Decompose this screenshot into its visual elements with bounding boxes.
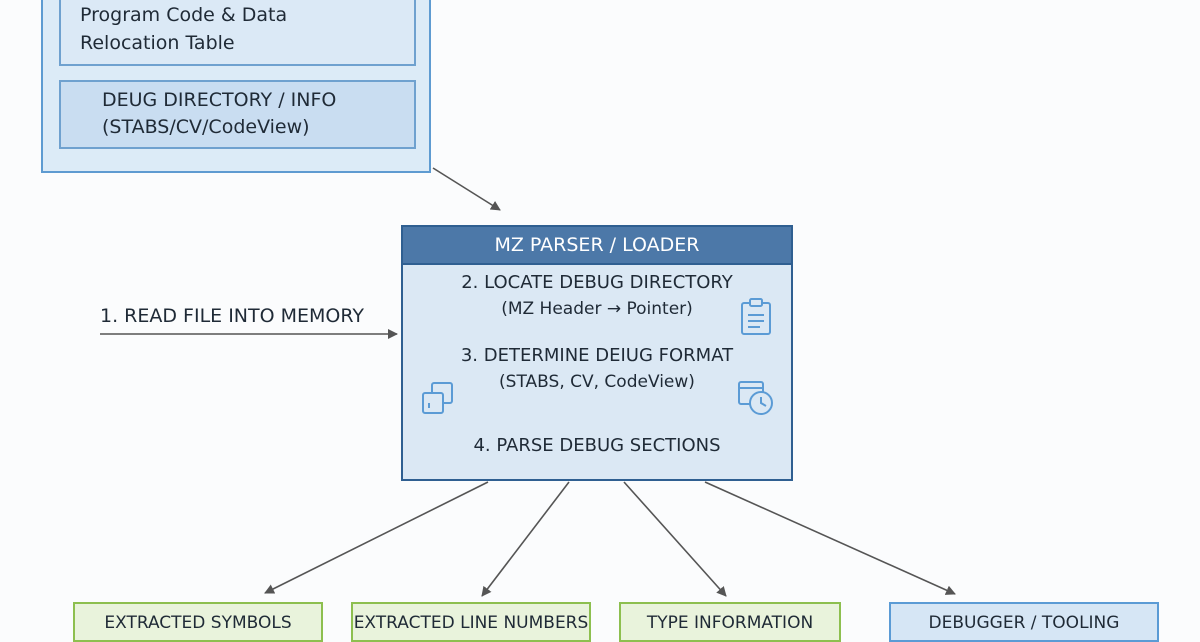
step-determine-format: 3. DETERMINE DEIUG FORMAT (STABS, CV, Co… bbox=[403, 343, 791, 395]
arrow-to-line-numbers bbox=[481, 481, 570, 597]
arrow-to-symbols bbox=[264, 481, 489, 594]
step3-label: 3. DETERMINE DEIUG FORMAT bbox=[460, 345, 734, 366]
arrow-file-to-parser bbox=[432, 167, 501, 211]
code-section-line2: Relocation Table bbox=[80, 32, 235, 54]
debugger-tooling-box: DEBUGGER / TOOLING bbox=[889, 602, 1159, 642]
type-information-box: TYPE INFORMATION bbox=[619, 602, 841, 642]
code-section-line1: Program Code & Data bbox=[80, 4, 288, 26]
windows-icon bbox=[420, 380, 456, 416]
mz-file-box: Program Code & Data Relocation Table DEU… bbox=[41, 0, 431, 173]
program-code-section: Program Code & Data Relocation Table bbox=[59, 0, 416, 66]
extracted-symbols-box: EXTRACTED SYMBOLS bbox=[73, 602, 323, 642]
mz-parser-box: MZ PARSER / LOADER 2. LOCATE DEBUG DIREC… bbox=[401, 225, 793, 481]
step2-label: 2. LOCATE DEBUG DIRECTORY bbox=[461, 272, 733, 293]
step-locate-debug: 2. LOCATE DEBUG DIRECTORY (MZ Header → P… bbox=[403, 270, 791, 322]
step4-label: 4. PARSE DEBUG SECTIONS bbox=[473, 435, 721, 456]
debug-section-line2: (STABS/CV/CodeView) bbox=[102, 116, 310, 138]
read-file-step: 1. READ FILE INTO MEMORY bbox=[100, 305, 364, 327]
clipboard-icon bbox=[739, 296, 773, 336]
step-parse-sections: 4. PARSE DEBUG SECTIONS bbox=[403, 433, 791, 459]
step3-detail: (STABS, CV, CodeView) bbox=[499, 372, 695, 392]
extracted-line-numbers-box: EXTRACTED LINE NUMBERS bbox=[351, 602, 591, 642]
clock-window-icon bbox=[736, 378, 776, 418]
parser-title: MZ PARSER / LOADER bbox=[403, 227, 791, 265]
arrow-to-type-info bbox=[623, 481, 727, 597]
step2-detail: (MZ Header → Pointer) bbox=[501, 299, 693, 319]
debug-section-line1: DEUG DIRECTORY / INFO bbox=[102, 89, 337, 111]
debug-directory-section: DEUG DIRECTORY / INFO (STABS/CV/CodeView… bbox=[59, 80, 416, 149]
arrow-to-debugger bbox=[704, 481, 956, 595]
